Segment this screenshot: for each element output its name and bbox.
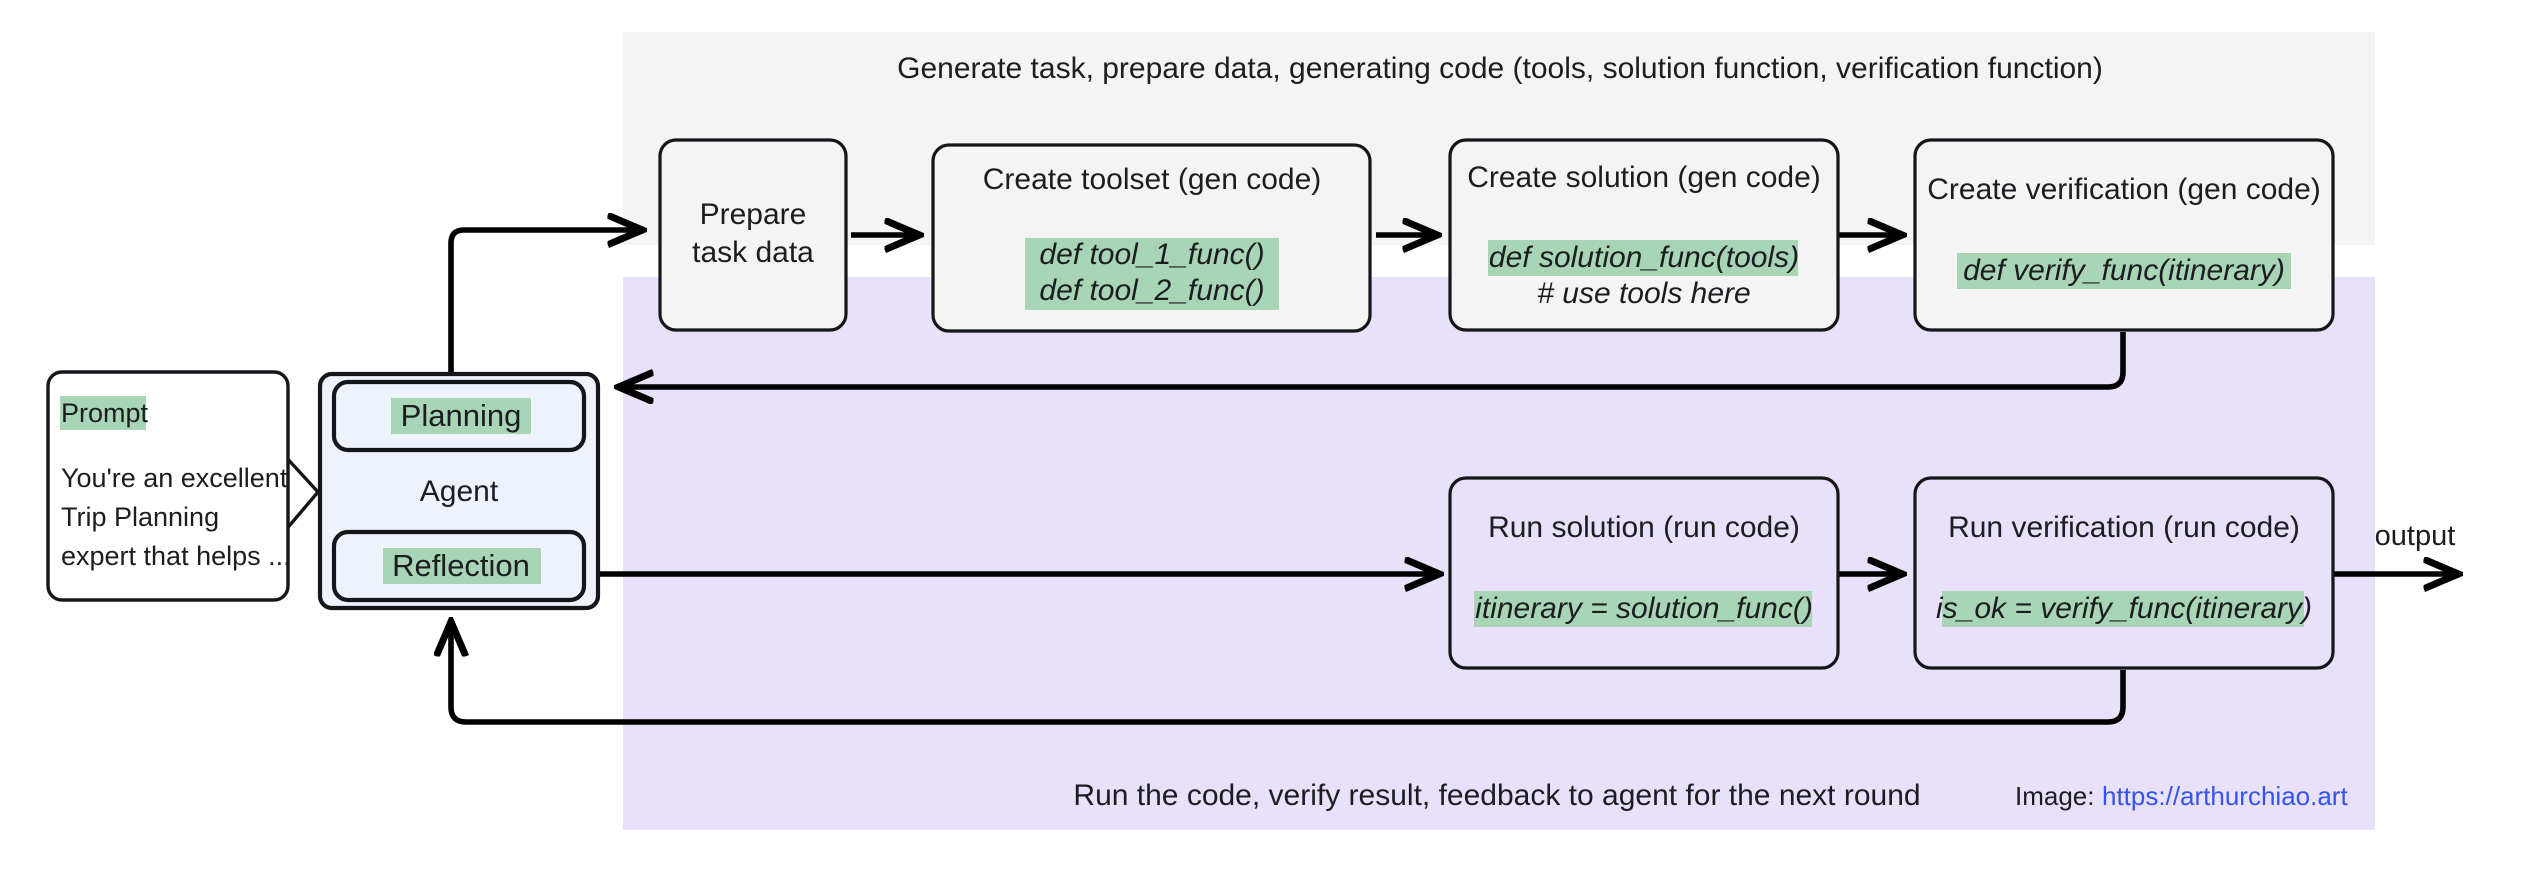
node-create-verification-code-line1: def verify_func(itinerary) [1963,254,2285,287]
prompt-title: Prompt [61,398,149,428]
agent-planning-highlight [391,398,531,434]
node-create-solution-title: Create solution (gen code) [1467,161,1821,194]
agent-label: Agent [420,475,499,508]
node-create-solution[interactable]: Create solution (gen code) def solution_… [1448,138,1840,332]
top-panel-caption: Generate task, prepare data, generating … [897,52,2103,85]
agent-reflection-chip[interactable]: Reflection [331,529,587,603]
node-create-solution-code-line1: def solution_func(tools) [1489,241,1799,274]
node-create-solution-code-line2: # use tools here [1537,277,1750,310]
edge-verification-to-agent [622,332,2126,387]
node-run-solution-code-highlight [1474,591,1812,627]
node-run-verification-title: Run verification (run code) [1948,511,2300,544]
node-prepare-title-line1: Prepare [700,198,807,231]
node-create-toolset-code-line2: def tool_2_func() [1039,274,1264,307]
prompt-title-highlight [60,396,146,430]
node-create-verification-code-highlight [1957,253,2291,289]
node-prepare-title-line2: task data [692,236,814,269]
node-run-verification[interactable]: Run verification (run code) is_ok = veri… [1913,476,2335,670]
node-create-toolset[interactable]: Create toolset (gen code) def tool_1_fun… [931,143,1372,333]
bottom-panel-caption: Run the code, verify result, feedback to… [1073,779,1920,812]
agent-reflection-label: Reflection [392,548,530,583]
node-create-solution-code-highlight [1488,240,1798,276]
image-credit-label: Image: [2015,781,2095,811]
node-create-toolset-code-line1: def tool_1_func() [1039,238,1264,271]
agent-planning-chip[interactable]: Planning [331,379,587,453]
node-run-verification-code-line1: is_ok = verify_func(itinerary) [1936,592,2312,625]
prompt-body-line3: expert that helps ... [61,541,291,571]
output-label: output [2375,520,2456,552]
node-run-solution-title: Run solution (run code) [1488,511,1800,544]
prompt-body-line2: Trip Planning [61,502,219,532]
node-run-verification-code-highlight [1942,591,2304,627]
edge-planning-to-prepare [448,230,639,374]
node-create-toolset-title: Create toolset (gen code) [983,163,1322,196]
node-create-verification[interactable]: Create verification (gen code) def verif… [1913,138,2335,332]
node-create-verification-title: Create verification (gen code) [1927,173,2321,206]
node-run-solution-code-line1: itinerary = solution_func() [1475,592,1813,625]
agent-reflection-highlight [383,548,541,584]
node-run-solution[interactable]: Run solution (run code) itinerary = solu… [1448,476,1840,670]
agent-planning-label: Planning [401,398,522,433]
image-credit-link[interactable]: https://arthurchiao.art [2102,781,2348,811]
edge-run-verification-feedback-to-agent [451,625,2126,725]
agent-panel[interactable]: Planning Agent Reflection [317,371,601,611]
node-create-toolset-code-highlight [1025,238,1279,310]
node-prepare-task-data[interactable]: Prepare task data [658,138,848,332]
prompt-callout[interactable]: Prompt You're an excellent Trip Planning… [46,370,321,602]
prompt-body-line1: You're an excellent [61,463,288,493]
